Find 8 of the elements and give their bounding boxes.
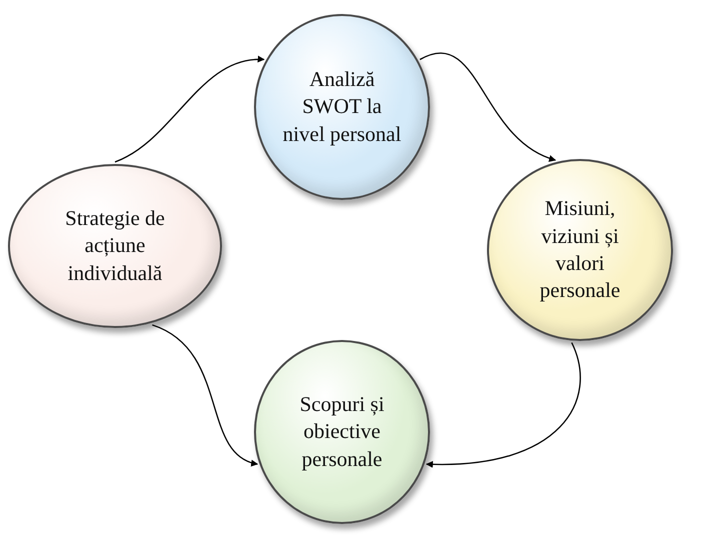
curved-arrow xyxy=(114,56,265,163)
curved-arrow xyxy=(426,342,581,468)
node-label: Scopuri și obiective personale xyxy=(298,391,386,473)
curved-arrow xyxy=(420,52,556,162)
node-label: Strategie de acțiune individuală xyxy=(64,205,166,287)
node-label: Analiză SWOT la nivel personal xyxy=(282,66,402,148)
curved-arrow xyxy=(152,324,258,466)
node-label: Misiuni, viziuni și valori personale xyxy=(538,195,622,304)
